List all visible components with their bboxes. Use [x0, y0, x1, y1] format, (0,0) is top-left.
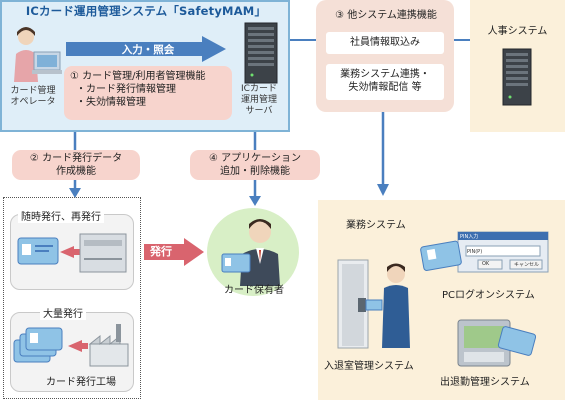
business-link-box: 業務システム連携・ 失効情報配信 等: [326, 64, 444, 100]
card-issuing-area: [3, 197, 141, 399]
attendance-terminal-icon: [457, 319, 536, 367]
pin-cancel-button[interactable]: キャンセル: [514, 262, 540, 268]
card-issue-data-function: ② カード発行データ 作成機能: [12, 150, 140, 180]
input-query-label: 入力・照会: [121, 44, 175, 56]
server-label: ICカード 運用管理 サーバ: [240, 84, 277, 116]
operator-label: カード管理 オペレータ: [10, 86, 56, 107]
operator-icon: [14, 27, 62, 82]
card-printer-icon: [17, 233, 127, 273]
server-icon: [244, 22, 278, 84]
card-holder-label: カード保有者: [224, 285, 284, 296]
application-function: ④ アプリケーション 追加・削除機能: [190, 150, 320, 180]
attendance-label: 出退勤管理システム: [440, 377, 530, 388]
functions-item: ・カード発行情報管理: [76, 84, 176, 95]
pin-ok-button[interactable]: OK: [482, 261, 490, 267]
functions-heading: ① カード管理/利用者管理機能: [70, 71, 206, 82]
pin-dialog-title: PIN入力: [460, 234, 479, 240]
card-management-functions: ① カード管理/利用者管理機能 ・カード発行情報管理 ・失効情報管理: [64, 66, 232, 120]
hr-server-icon: [502, 48, 532, 106]
room-access-label: 入退室管理システム: [324, 361, 414, 372]
pin-field-label: PIN(P): [467, 249, 483, 255]
mass-cards-factory-icon: [13, 324, 129, 367]
room-access-icon: [337, 259, 410, 349]
system-title: ICカード運用管理システム「SafetyMAM」: [25, 4, 267, 18]
other-systems-heading: ③ 他システム連携機能: [335, 10, 437, 21]
input-query-arrow: [66, 36, 226, 62]
functions-item: ・失効情報管理: [76, 97, 146, 108]
issue-arrow: [144, 238, 204, 266]
mass-issue-label: 大量発行: [40, 305, 86, 320]
card-holder-icon: [207, 208, 299, 296]
employee-import-box: 社員情報取込み: [326, 32, 444, 54]
issue-label: 発行: [150, 245, 172, 258]
hr-system-label: 人事システム: [487, 26, 548, 37]
pc-logon-dialog-icon: [420, 231, 549, 273]
on-demand-issue-label: 随時発行、再発行: [18, 208, 104, 223]
business-systems-heading: 業務システム: [346, 220, 406, 231]
factory-label: カード発行工場: [46, 377, 116, 388]
pc-logon-label: PCログオンシステム: [442, 290, 535, 301]
